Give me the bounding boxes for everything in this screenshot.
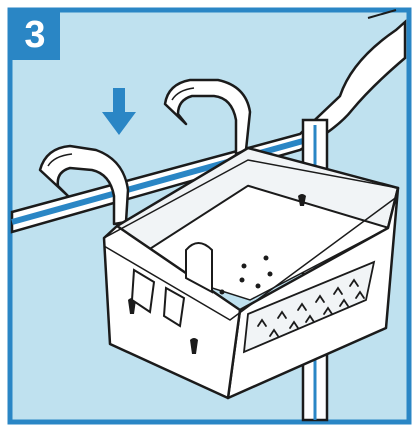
rear-hook — [163, 78, 252, 156]
step-number-badge: 3 — [10, 10, 60, 60]
front-hook — [38, 144, 130, 226]
basket — [102, 146, 400, 400]
arrow-down-icon — [102, 88, 136, 135]
